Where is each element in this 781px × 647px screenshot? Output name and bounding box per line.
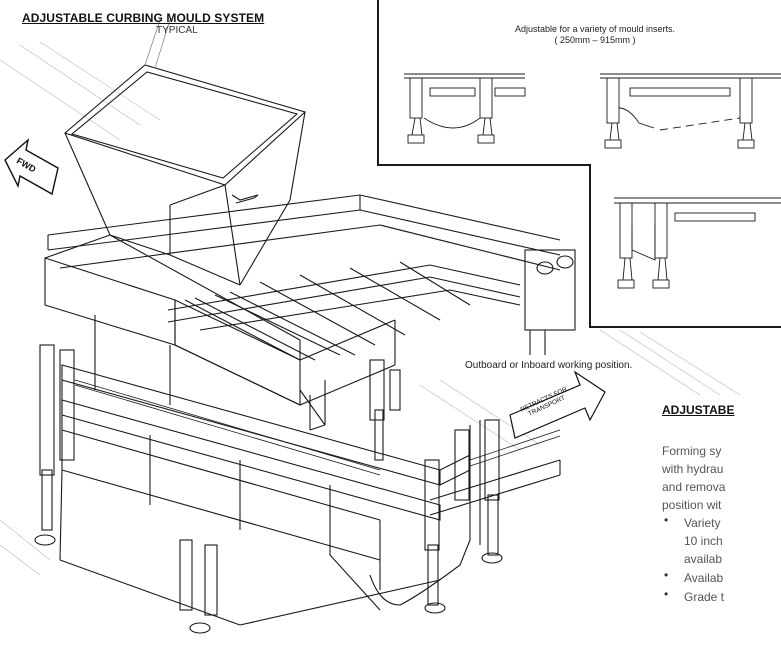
section-title: ADJUSTABE [662, 403, 735, 417]
working-position-label: Outboard or Inboard working position. [465, 360, 633, 371]
bullet-line: 10 inch [684, 534, 723, 548]
bullet-dot: • [664, 513, 669, 527]
fwd-arrow [4, 138, 59, 196]
inset-panel [377, 0, 781, 328]
inset-caption-line2: ( 250mm – 915mm ) [554, 35, 636, 45]
page-subtitle: TYPICAL [156, 25, 198, 36]
background-hatching [0, 41, 741, 576]
page-title: ADJUSTABLE CURBING MOULD SYSTEM [22, 11, 265, 25]
feet [34, 534, 503, 634]
bullet-line: Variety [684, 516, 721, 530]
inset-sketch-left [404, 73, 526, 144]
lower-frame [59, 364, 561, 626]
description-line: with hydrau [662, 462, 724, 476]
inset-caption: Adjustable for a variety of mould insert… [470, 24, 720, 46]
bullet-dot: • [664, 568, 669, 582]
side-carriage [524, 249, 576, 355]
upper-rails [47, 194, 561, 361]
threaded-adjusters [74, 379, 561, 476]
bullet-line: availab [684, 552, 723, 566]
retracts-arrow [509, 370, 606, 439]
hydraulic-cylinders [39, 344, 500, 616]
inset-sketch-bottom [614, 197, 781, 289]
bullet-dot: • [664, 587, 669, 601]
inset-sketch-right [600, 73, 781, 149]
hopper [63, 19, 307, 286]
bullet-line: Availab [684, 571, 724, 585]
description-line: and remova [662, 480, 726, 494]
bullet-line: Grade t [684, 590, 725, 604]
description-line: position wit [662, 498, 722, 512]
description-paragraph: Forming sy with hydrau and remova positi… [662, 442, 725, 514]
inset-caption-line1: Adjustable for a variety of mould insert… [514, 24, 676, 34]
description-line: Forming sy [662, 444, 722, 458]
carriage-frame [44, 234, 396, 431]
